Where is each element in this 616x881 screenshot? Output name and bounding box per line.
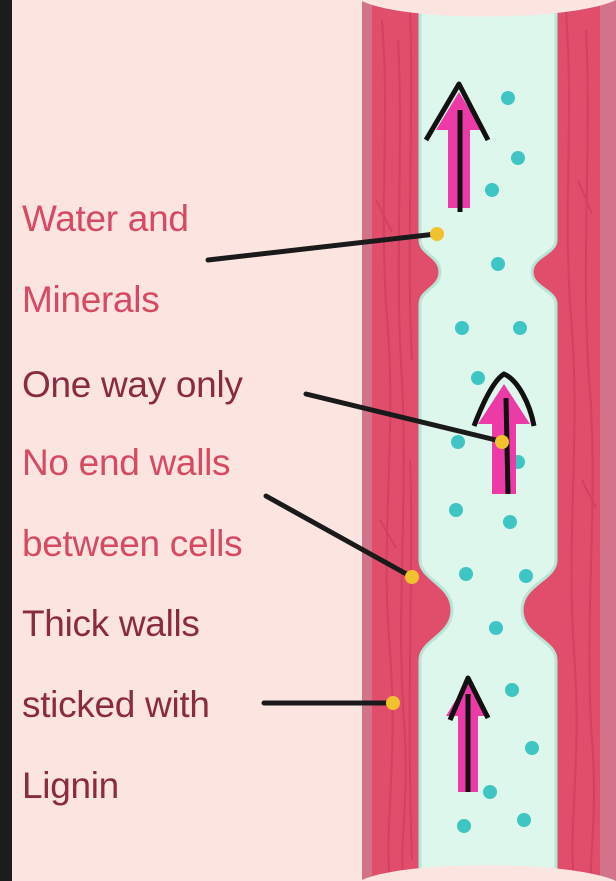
pointer-dot-icon <box>495 435 509 449</box>
pointer-dot-icon <box>386 696 400 710</box>
label-water-and: Water and <box>22 198 189 240</box>
water-particle-icon <box>455 321 469 335</box>
water-particle-icon <box>489 621 503 635</box>
label-minerals: Minerals <box>22 279 159 321</box>
water-particle-icon <box>451 435 465 449</box>
water-particle-icon <box>503 515 517 529</box>
water-particle-icon <box>501 91 515 105</box>
label-one-way-only: One way only <box>22 364 243 406</box>
pointer-dot-icon <box>430 227 444 241</box>
label-no-end-walls: No end walls <box>22 442 230 484</box>
water-particle-icon <box>525 741 539 755</box>
water-particle-icon <box>471 371 485 385</box>
water-particle-icon <box>485 183 499 197</box>
label-thick-walls: Thick walls <box>22 603 200 645</box>
water-particle-icon <box>517 813 531 827</box>
water-particle-icon <box>457 819 471 833</box>
pointer-dot-icon <box>405 570 419 584</box>
water-particle-icon <box>519 569 533 583</box>
water-particle-icon <box>483 785 497 799</box>
label-sticked-with: sticked with <box>22 684 210 726</box>
water-particle-icon <box>513 321 527 335</box>
water-particle-icon <box>449 503 463 517</box>
water-particle-icon <box>511 151 525 165</box>
label-lignin: Lignin <box>22 765 119 807</box>
label-between-cells: between cells <box>22 523 242 565</box>
water-particle-icon <box>459 567 473 581</box>
water-particle-icon <box>491 257 505 271</box>
water-particle-icon <box>505 683 519 697</box>
